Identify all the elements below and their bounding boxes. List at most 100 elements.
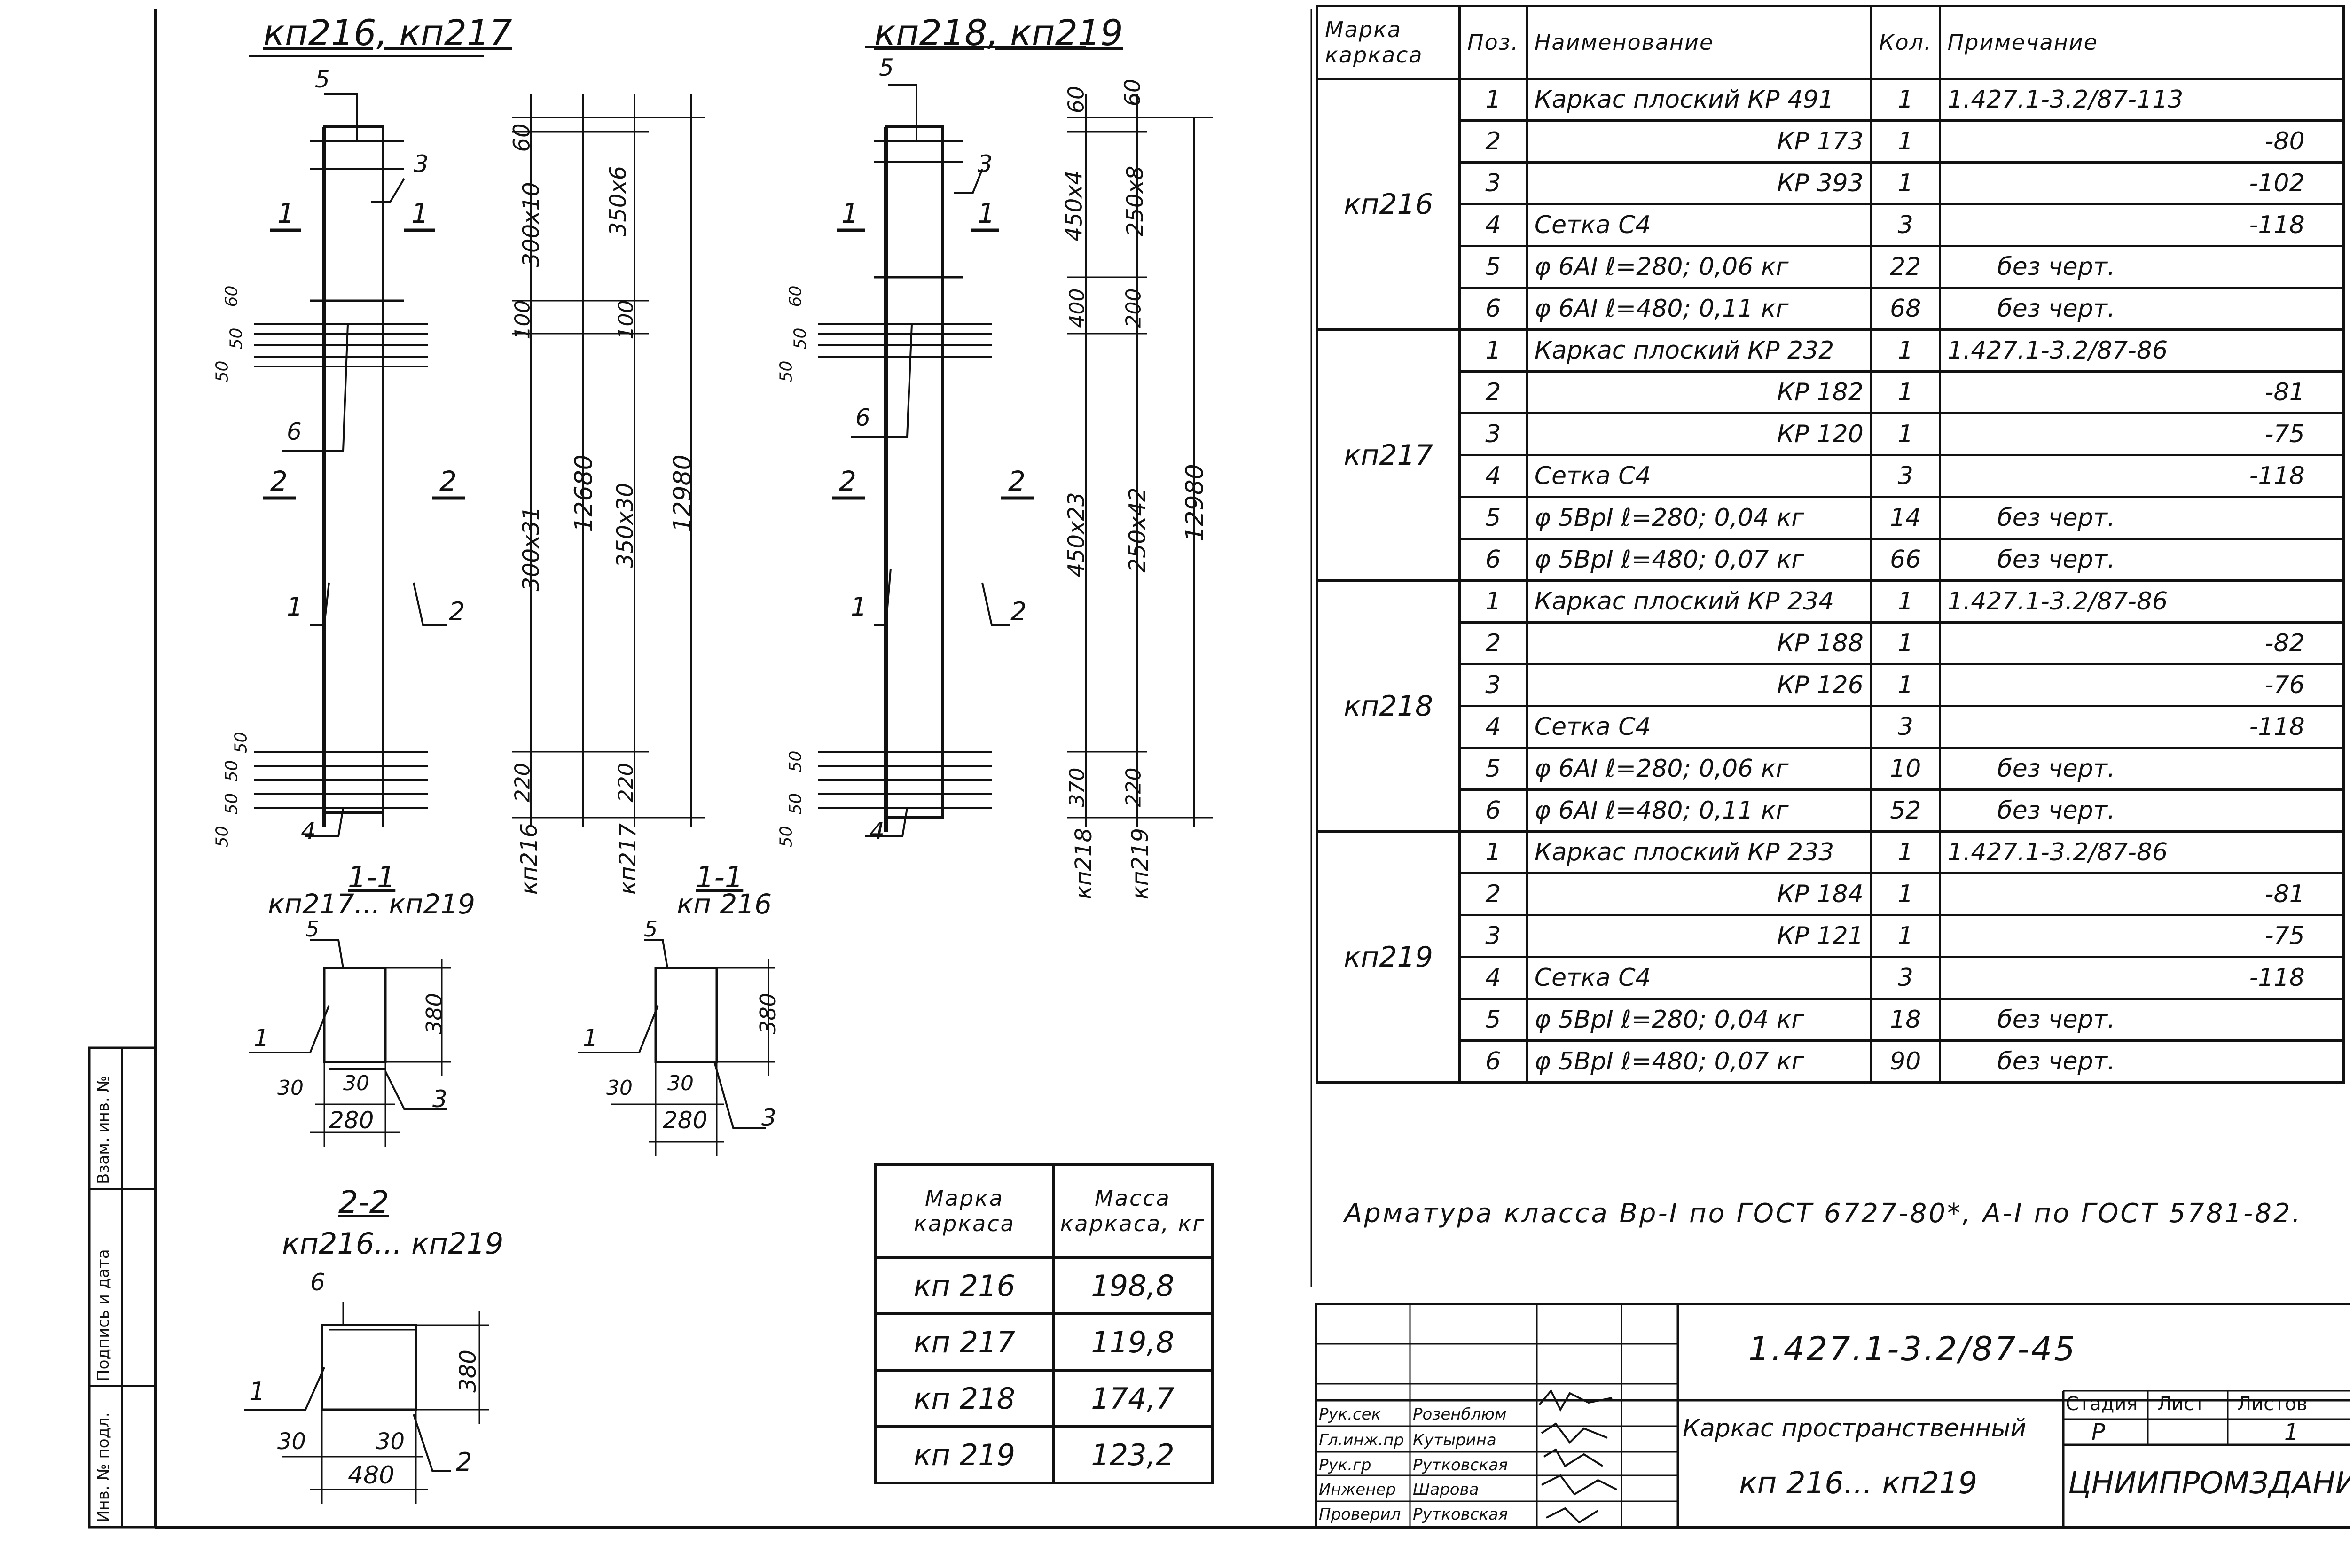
stage-label: Стадия [2066, 1393, 2138, 1415]
spec-cell-pos: 5 [1458, 245, 1528, 289]
spec-cell-qty: 66 [1870, 538, 1941, 582]
spec-cell-name: Сетка С4 [1525, 956, 1872, 1000]
signer-name: Рутковская [1413, 1456, 1508, 1474]
spec-cell-pos: 2 [1458, 621, 1528, 665]
left-section-1b: 1 [411, 197, 429, 229]
mass-header-mark: Марка каркаса [874, 1163, 1055, 1259]
mass-cell-mass: 198,8 [1052, 1256, 1214, 1315]
spec-group-mark: кп217 [1316, 328, 1461, 582]
left-callout-6: 6 [287, 418, 302, 445]
section-2-2-c1: 30 [277, 1428, 306, 1455]
spec-cell-note: без черт. [1938, 747, 2345, 791]
spec-cell-qty: 1 [1870, 412, 1941, 456]
section-1-1b-w: 280 [663, 1107, 708, 1134]
spec-cell-note: -81 [1938, 872, 2345, 916]
sheet-label: Лист [2157, 1393, 2205, 1415]
left-section-2a: 2 [270, 465, 288, 497]
section-1-1a-subtitle: кп217... кп219 [268, 888, 476, 920]
spec-cell-name: КР 393 [1525, 161, 1872, 205]
signer-role: Рук.сек [1319, 1405, 1381, 1424]
mass-cell-mass: 123,2 [1052, 1425, 1214, 1484]
spec-cell-qty: 14 [1870, 496, 1941, 540]
mass-header-row: Марка каркаса Масса каркаса, кг [874, 1163, 1214, 1259]
right-drawing-title: кп218, кп219 [874, 12, 1123, 54]
section-2-2-subtitle: кп216... кп219 [282, 1226, 504, 1261]
spec-cell-qty: 22 [1870, 245, 1941, 289]
spec-cell-pos: 6 [1458, 788, 1528, 833]
spec-cell-note: -118 [1938, 454, 2345, 498]
spec-cell-qty: 3 [1870, 956, 1941, 1000]
spec-cell-pos: 5 [1458, 998, 1528, 1042]
spec-cell-note: -75 [1938, 412, 2345, 456]
spec-cell-name: Каркас плоский КР 234 [1525, 579, 1872, 624]
mass-cell-mark: кп 216 [874, 1256, 1055, 1315]
spec-cell-note: без черт. [1938, 287, 2345, 331]
specification-table: Марка каркаса Поз. Наименование Кол. При… [1316, 5, 2345, 1084]
sheets-label: Листов [2237, 1393, 2308, 1415]
spec-cell-qty: 3 [1870, 203, 1941, 247]
section-1-1a-c2: 30 [343, 1071, 369, 1095]
spec-cell-pos: 6 [1458, 538, 1528, 582]
spec-cell-name: Сетка С4 [1525, 705, 1872, 749]
spec-cell-qty: 90 [1870, 1039, 1941, 1084]
section-1-1b-title: 1-1 [696, 860, 744, 894]
spec-cell-note: -118 [1938, 956, 2345, 1000]
side-vzam: Взам. инв. № [94, 1076, 113, 1184]
spec-cell-qty: 1 [1870, 621, 1941, 665]
spec-cell-note: без черт. [1938, 245, 2345, 289]
left-callout-1: 1 [287, 592, 303, 622]
spec-cell-pos: 1 [1458, 328, 1528, 373]
section-1-1b-c1: 30 [606, 1076, 633, 1100]
spec-cell-pos: 4 [1458, 956, 1528, 1000]
spec-cell-pos: 1 [1458, 579, 1528, 624]
spec-cell-pos: 3 [1458, 914, 1528, 958]
spec-header-pos: Поз. [1458, 5, 1528, 80]
spec-group-mark: кп219 [1316, 830, 1461, 1084]
reinforcement-note: Арматура класса Вр-I по ГОСТ 6727-80*, А… [1344, 1198, 2303, 1229]
right-callout-2: 2 [1010, 597, 1027, 626]
right-section-1a: 1 [841, 197, 859, 229]
spec-cell-note: без черт. [1938, 538, 2345, 582]
doc-title-line2: кп 216... кп219 [1739, 1466, 1978, 1501]
spec-cell-pos: 1 [1458, 78, 1528, 122]
signer-name: Кутырина [1413, 1431, 1496, 1450]
left-drawing-title: кп216, кп217 [263, 12, 512, 54]
mass-cell-mass: 119,8 [1052, 1312, 1214, 1372]
section-2-2-callout-2: 2 [456, 1447, 472, 1477]
spec-cell-note: без черт. [1938, 788, 2345, 833]
spec-cell-qty: 3 [1870, 705, 1941, 749]
sheets-value: 1 [2284, 1419, 2299, 1445]
signer-role: Гл.инж.пр [1319, 1431, 1404, 1450]
spec-cell-name: Сетка С4 [1525, 203, 1872, 247]
mass-header-mass: Масса каркаса, кг [1052, 1163, 1214, 1259]
spec-cell-qty: 1 [1870, 872, 1941, 916]
spec-cell-name: КР 126 [1525, 663, 1872, 707]
doc-title-line1: Каркас пространственный [1683, 1414, 2027, 1443]
signer-name: Шарова [1413, 1480, 1479, 1499]
spec-cell-name: КР 121 [1525, 914, 1872, 958]
section-1-1a-callout-3: 3 [432, 1085, 447, 1113]
spec-cell-name: φ 5ВрI ℓ=280; 0,04 кг [1525, 998, 1872, 1042]
spec-cell-name: φ 6АI ℓ=280; 0,06 кг [1525, 747, 1872, 791]
side-inv-podl: Инв. № подл. [94, 1412, 113, 1522]
section-1-1b-c2: 30 [667, 1071, 694, 1095]
section-1-1b-subtitle: кп 216 [677, 888, 772, 920]
